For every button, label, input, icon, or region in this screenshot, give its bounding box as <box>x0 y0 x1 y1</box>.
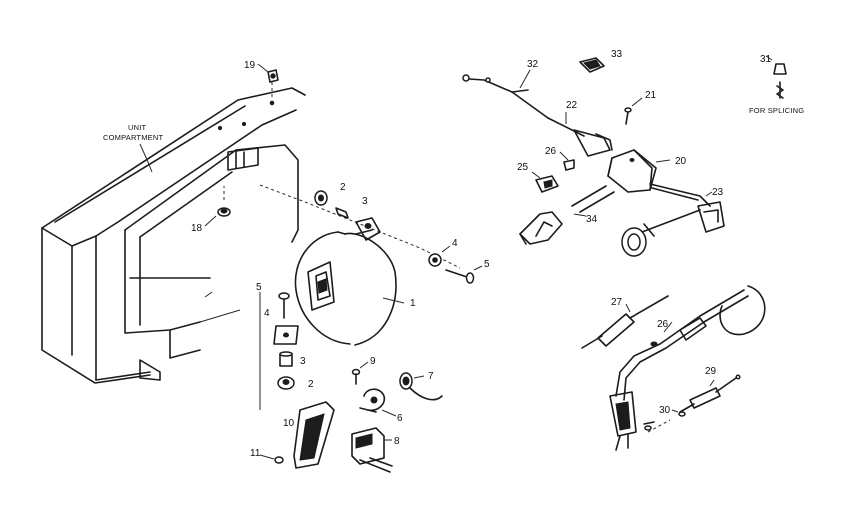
part-7-lamp-socket <box>399 372 443 401</box>
label-unit: UNIT <box>128 123 147 132</box>
part-10-switch-cover <box>293 401 335 469</box>
label-4-lower: 4 <box>264 308 270 319</box>
label-27: 27 <box>611 297 623 308</box>
label-3-upper: 3 <box>362 196 368 207</box>
label-29: 29 <box>705 366 717 377</box>
part-8-terminal-block <box>351 427 393 473</box>
label-11: 11 <box>250 448 261 459</box>
part-22-power-cord <box>547 112 613 157</box>
part-11-screw <box>259 454 284 464</box>
label-compartment: COMPARTMENT <box>103 133 163 142</box>
label-8: 8 <box>394 436 400 447</box>
part-18-grommet <box>204 186 231 227</box>
part-20-switch-box <box>607 149 671 193</box>
part-5-screw-right <box>445 265 483 284</box>
part-2-washer-upper <box>314 190 328 206</box>
part-23-wire-harness <box>621 183 725 257</box>
label-30: 30 <box>659 405 671 416</box>
part-26-connector-upper <box>559 151 575 171</box>
label-34: 34 <box>586 214 598 225</box>
guide-line-30 <box>647 419 671 433</box>
part-19-nut <box>257 63 279 100</box>
part-1-lamp-housing <box>294 217 405 346</box>
part-25-connector <box>531 171 559 193</box>
part-9-screw <box>351 361 369 385</box>
label-4-right: 4 <box>452 238 458 249</box>
part-2-washer-lower <box>277 376 295 390</box>
part-6-lamp-bracket <box>359 388 397 417</box>
label-25: 25 <box>517 162 529 173</box>
part-4-washer-right <box>428 245 451 267</box>
label-2-upper: 2 <box>340 182 346 193</box>
label-32: 32 <box>527 59 539 70</box>
part-34-sleeve <box>571 185 615 217</box>
part-4-bracket-lower <box>273 325 299 345</box>
part-28-sensor-assembly <box>609 285 766 451</box>
label-19: 19 <box>244 60 256 71</box>
label-21: 21 <box>645 90 657 101</box>
label-for-splicing: FOR SPLICING <box>749 106 804 115</box>
label-28: 26 <box>657 319 669 330</box>
label-33: 33 <box>611 49 623 60</box>
label-1: 1 <box>410 298 416 309</box>
label-7: 7 <box>428 371 434 382</box>
label-9: 9 <box>370 356 376 367</box>
leader-unit-compartment <box>139 143 153 173</box>
label-18: 18 <box>191 223 203 234</box>
label-22: 22 <box>566 100 578 111</box>
part-33-clip <box>579 57 605 73</box>
part-3-spacer-upper <box>335 207 349 219</box>
part-31-wire-nut <box>765 55 787 99</box>
part-30-screw <box>671 409 686 417</box>
part-27-component <box>581 295 669 349</box>
label-20: 20 <box>675 156 687 167</box>
part-32-wire-lead <box>462 69 549 119</box>
label-5-lower: 5 <box>256 282 262 293</box>
part-5-screw-lower <box>278 292 290 319</box>
label-5-right: 5 <box>484 259 490 270</box>
label-2-lower: 2 <box>308 379 314 390</box>
part-29-resistor <box>679 374 741 413</box>
label-10: 10 <box>283 418 295 429</box>
label-26-upper: 26 <box>545 146 557 157</box>
part-21-screw <box>624 97 643 125</box>
unit-compartment <box>41 87 306 384</box>
label-6: 6 <box>397 413 403 424</box>
label-3-lower: 3 <box>300 356 306 367</box>
label-31: 31 <box>760 54 772 65</box>
part-3-spacer-lower <box>279 351 293 367</box>
label-23: 23 <box>712 187 724 198</box>
connector-cover <box>519 211 563 245</box>
